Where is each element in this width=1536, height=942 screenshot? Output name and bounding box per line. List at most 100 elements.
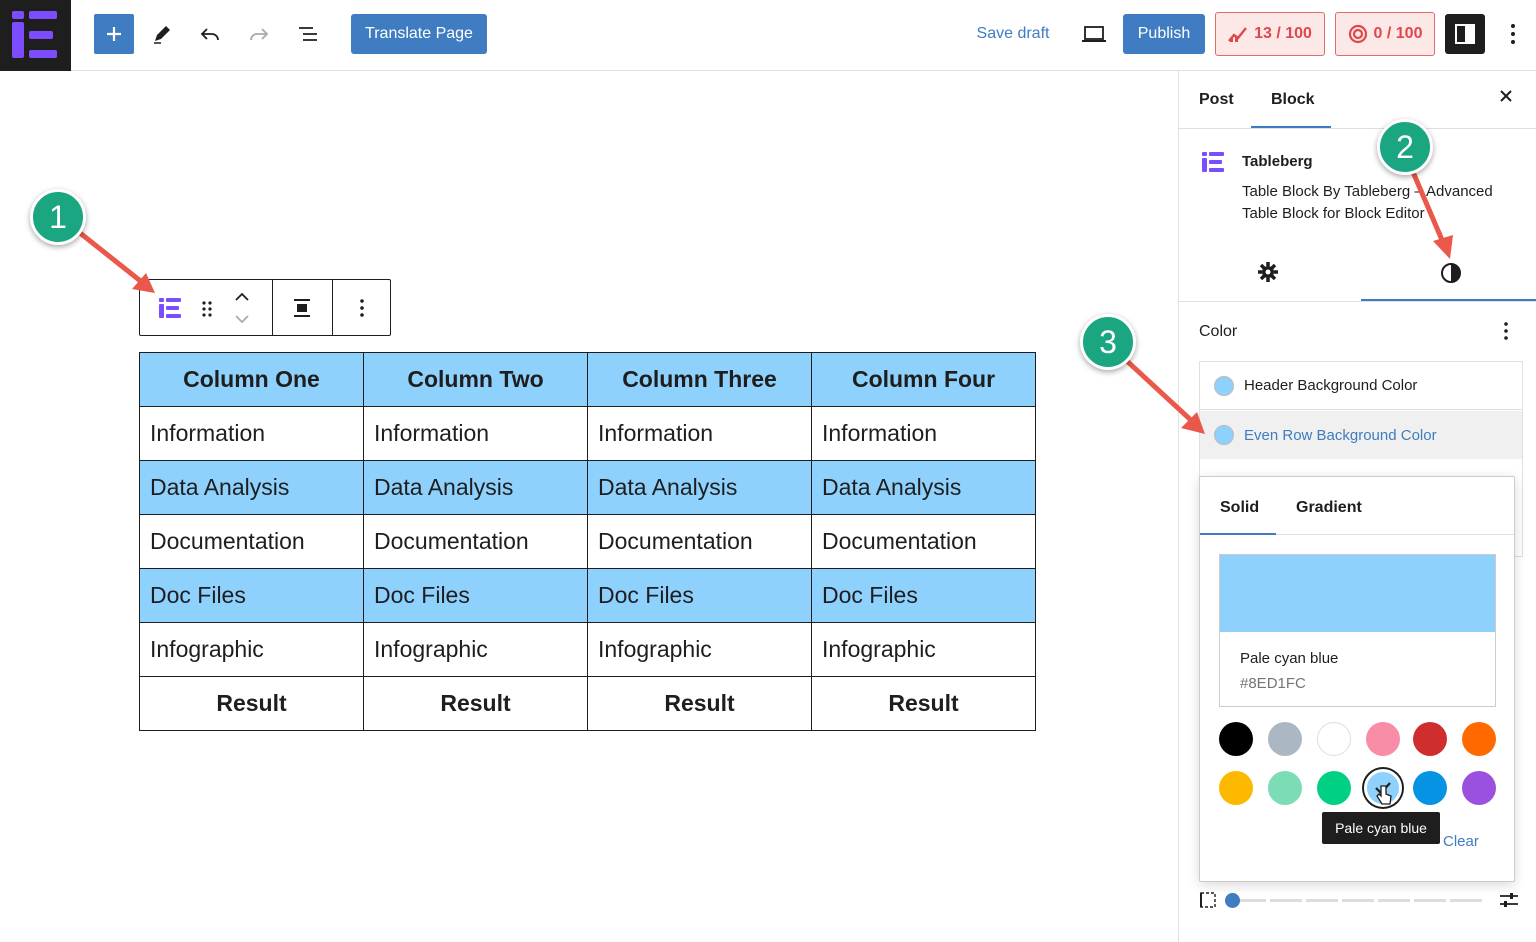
table-cell[interactable]: Infographic (587, 622, 812, 677)
block-card-title: Tableberg (1242, 153, 1313, 170)
table-cell[interactable]: Data Analysis (139, 460, 364, 515)
palette-swatch-vivid-cyan-blue[interactable] (1413, 771, 1447, 805)
readability-score-value: 0 / 100 (1373, 25, 1423, 42)
block-type-button[interactable] (152, 292, 188, 324)
tab-block[interactable]: Block (1271, 91, 1315, 108)
table-cell[interactable]: Documentation (363, 514, 588, 569)
active-tab-indicator (1361, 299, 1536, 301)
table-cell[interactable]: Infographic (363, 622, 588, 677)
palette-swatch-vivid-green-cyan[interactable] (1317, 771, 1351, 805)
move-up-button[interactable] (228, 288, 256, 306)
toolbar-divider (332, 280, 333, 335)
table-cell[interactable]: Result (363, 676, 588, 731)
pencil-icon (154, 26, 170, 44)
table-cell[interactable]: Doc Files (811, 568, 1036, 623)
seo-score-button[interactable]: 13 / 100 (1215, 12, 1325, 56)
table-cell[interactable]: Doc Files (139, 568, 364, 623)
site-logo-button[interactable] (0, 0, 71, 71)
palette-swatch-light-green-cyan[interactable] (1268, 771, 1302, 805)
table-header-cell[interactable]: Column One (139, 352, 364, 407)
table-cell[interactable]: Data Analysis (811, 460, 1036, 515)
sidebar-icon (1455, 24, 1475, 44)
align-button[interactable] (282, 292, 322, 324)
callout-badge-1: 1 (30, 189, 86, 245)
contrast-icon (1441, 263, 1461, 283)
table-header-cell[interactable]: Column Four (811, 352, 1036, 407)
table-cell[interactable]: Information (139, 406, 364, 461)
palette-swatch-vivid-purple[interactable] (1462, 771, 1496, 805)
tab-post[interactable]: Post (1199, 91, 1234, 108)
table-cell[interactable]: Doc Files (363, 568, 588, 623)
styles-tab[interactable] (1440, 262, 1462, 289)
settings-sidebar-toggle[interactable] (1445, 14, 1485, 54)
tab-solid[interactable]: Solid (1220, 499, 1260, 516)
more-vertical-icon (1511, 24, 1515, 44)
table-cell[interactable]: Information (587, 406, 812, 461)
color-swatch (1214, 375, 1234, 396)
clear-color-button[interactable]: Clear (1443, 833, 1479, 850)
block-card-description: Table Block By Tableberg – Advanced Tabl… (1242, 183, 1493, 222)
settings-tab[interactable] (1257, 261, 1279, 288)
color-options-button[interactable] (1503, 321, 1509, 346)
dimension-slider-thumb[interactable] (1225, 893, 1240, 908)
dimension-box-icon (1200, 892, 1216, 908)
table-cell[interactable]: Result (587, 676, 812, 731)
dimension-slider-track[interactable] (1234, 899, 1486, 902)
block-toolbar (139, 279, 391, 336)
table-row: Data Analysis Data Analysis Data Analysi… (139, 460, 1036, 515)
options-menu-button[interactable] (1498, 14, 1528, 54)
redo-button[interactable] (241, 14, 277, 54)
editor-top-bar: Translate Page Save draft Publish 13 / 1… (0, 0, 1536, 71)
color-hex: #8ED1FC (1240, 675, 1306, 692)
table-cell[interactable]: Documentation (811, 514, 1036, 569)
color-section-title: Color (1199, 323, 1238, 340)
even-row-background-color-item[interactable]: Even Row Background Color (1200, 411, 1522, 459)
color-preview[interactable]: Pale cyan blue #8ED1FC (1219, 554, 1496, 707)
palette-swatch-amber[interactable] (1219, 771, 1253, 805)
palette-swatch-cyan-bluish-gray[interactable] (1268, 722, 1302, 756)
table-footer-row: Result Result Result Result (139, 676, 1036, 731)
align-center-icon (294, 299, 310, 317)
table-cell[interactable]: Data Analysis (363, 460, 588, 515)
translate-page-button[interactable]: Translate Page (351, 14, 487, 54)
tools-button[interactable] (144, 14, 180, 54)
more-vertical-icon (1504, 322, 1508, 340)
swatch-tooltip: Pale cyan blue (1322, 812, 1440, 844)
save-draft-button[interactable]: Save draft (976, 25, 1050, 42)
table-cell[interactable]: Information (363, 406, 588, 461)
more-vertical-icon (360, 299, 364, 317)
table-cell[interactable]: Documentation (139, 514, 364, 569)
table-cell[interactable]: Infographic (139, 622, 364, 677)
table-cell[interactable]: Data Analysis (587, 460, 812, 515)
table-cell[interactable]: Infographic (811, 622, 1036, 677)
plus-icon (107, 27, 121, 41)
palette-swatch-orange[interactable] (1462, 722, 1496, 756)
toolbar-divider (272, 280, 273, 335)
document-overview-button[interactable] (290, 14, 326, 54)
tab-gradient[interactable]: Gradient (1296, 499, 1362, 516)
table-cell[interactable]: Doc Files (587, 568, 812, 623)
drag-handle[interactable] (196, 296, 218, 322)
palette-swatch-white[interactable] (1317, 722, 1351, 756)
move-down-button[interactable] (228, 310, 256, 328)
table-cell[interactable]: Information (811, 406, 1036, 461)
table-header-cell[interactable]: Column Two (363, 352, 588, 407)
color-picker-popover: Solid Gradient Pale cyan blue #8ED1FC Pa… (1199, 476, 1515, 882)
table-cell[interactable]: Result (811, 676, 1036, 731)
header-background-color-item[interactable]: Header Background Color (1200, 362, 1522, 410)
color-preview-fill (1220, 555, 1495, 632)
palette-swatch-vivid-red[interactable] (1413, 722, 1447, 756)
add-block-button[interactable] (94, 14, 134, 54)
publish-button[interactable]: Publish (1123, 14, 1205, 54)
palette-swatch-black[interactable] (1219, 722, 1253, 756)
preview-button[interactable] (1076, 14, 1112, 54)
table-cell[interactable]: Documentation (587, 514, 812, 569)
table-header-cell[interactable]: Column Three (587, 352, 812, 407)
close-sidebar-button[interactable] (1499, 89, 1513, 108)
palette-swatch-pale-pink[interactable] (1366, 722, 1400, 756)
block-options-button[interactable] (342, 292, 382, 324)
sliders-icon[interactable] (1499, 891, 1519, 909)
undo-button[interactable] (192, 14, 228, 54)
table-cell[interactable]: Result (139, 676, 364, 731)
readability-score-button[interactable]: 0 / 100 (1335, 12, 1435, 56)
